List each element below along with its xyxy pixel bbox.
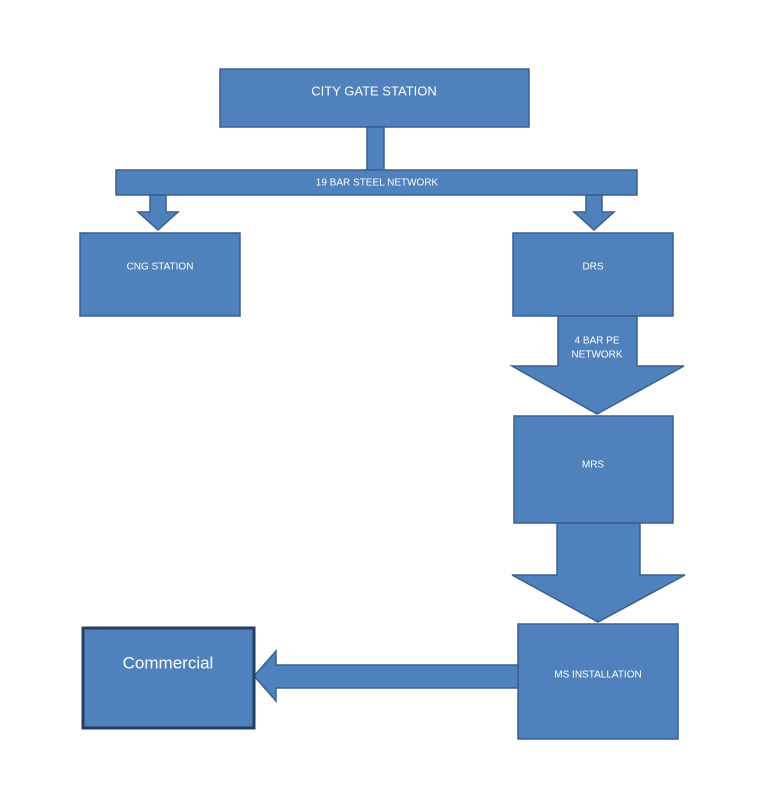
steel-network-bar — [115, 169, 638, 196]
arrow-to-drs — [572, 194, 616, 232]
city-gate-station-label: CITY GATE STATION — [311, 83, 436, 98]
pe-network-arrow — [509, 315, 685, 415]
pe-network-label-line2: NETWORK — [571, 350, 622, 361]
ms-installation-label: MS INSTALLATION — [554, 670, 641, 681]
arrow-to-cng-station — [136, 194, 180, 232]
city-gate-connector — [366, 126, 385, 171]
drs-box — [512, 232, 674, 317]
commercial-box — [81, 626, 256, 730]
cng-station-box — [79, 232, 241, 317]
pe-network-label-line1: 4 BAR PE — [574, 336, 619, 347]
mrs-label: MRS — [582, 460, 605, 471]
steel-network-label: 19 BAR STEEL NETWORK — [316, 178, 439, 189]
arrow-to-ms-installation — [511, 522, 686, 623]
city-gate-station-box — [219, 68, 530, 128]
mrs-box — [513, 415, 674, 524]
commercial-label: Commercial — [123, 653, 214, 672]
cng-station-label: CNG STATION — [127, 262, 194, 273]
drs-label: DRS — [582, 262, 603, 273]
arrow-to-commercial — [253, 649, 519, 703]
ms-installation-box — [517, 623, 679, 740]
